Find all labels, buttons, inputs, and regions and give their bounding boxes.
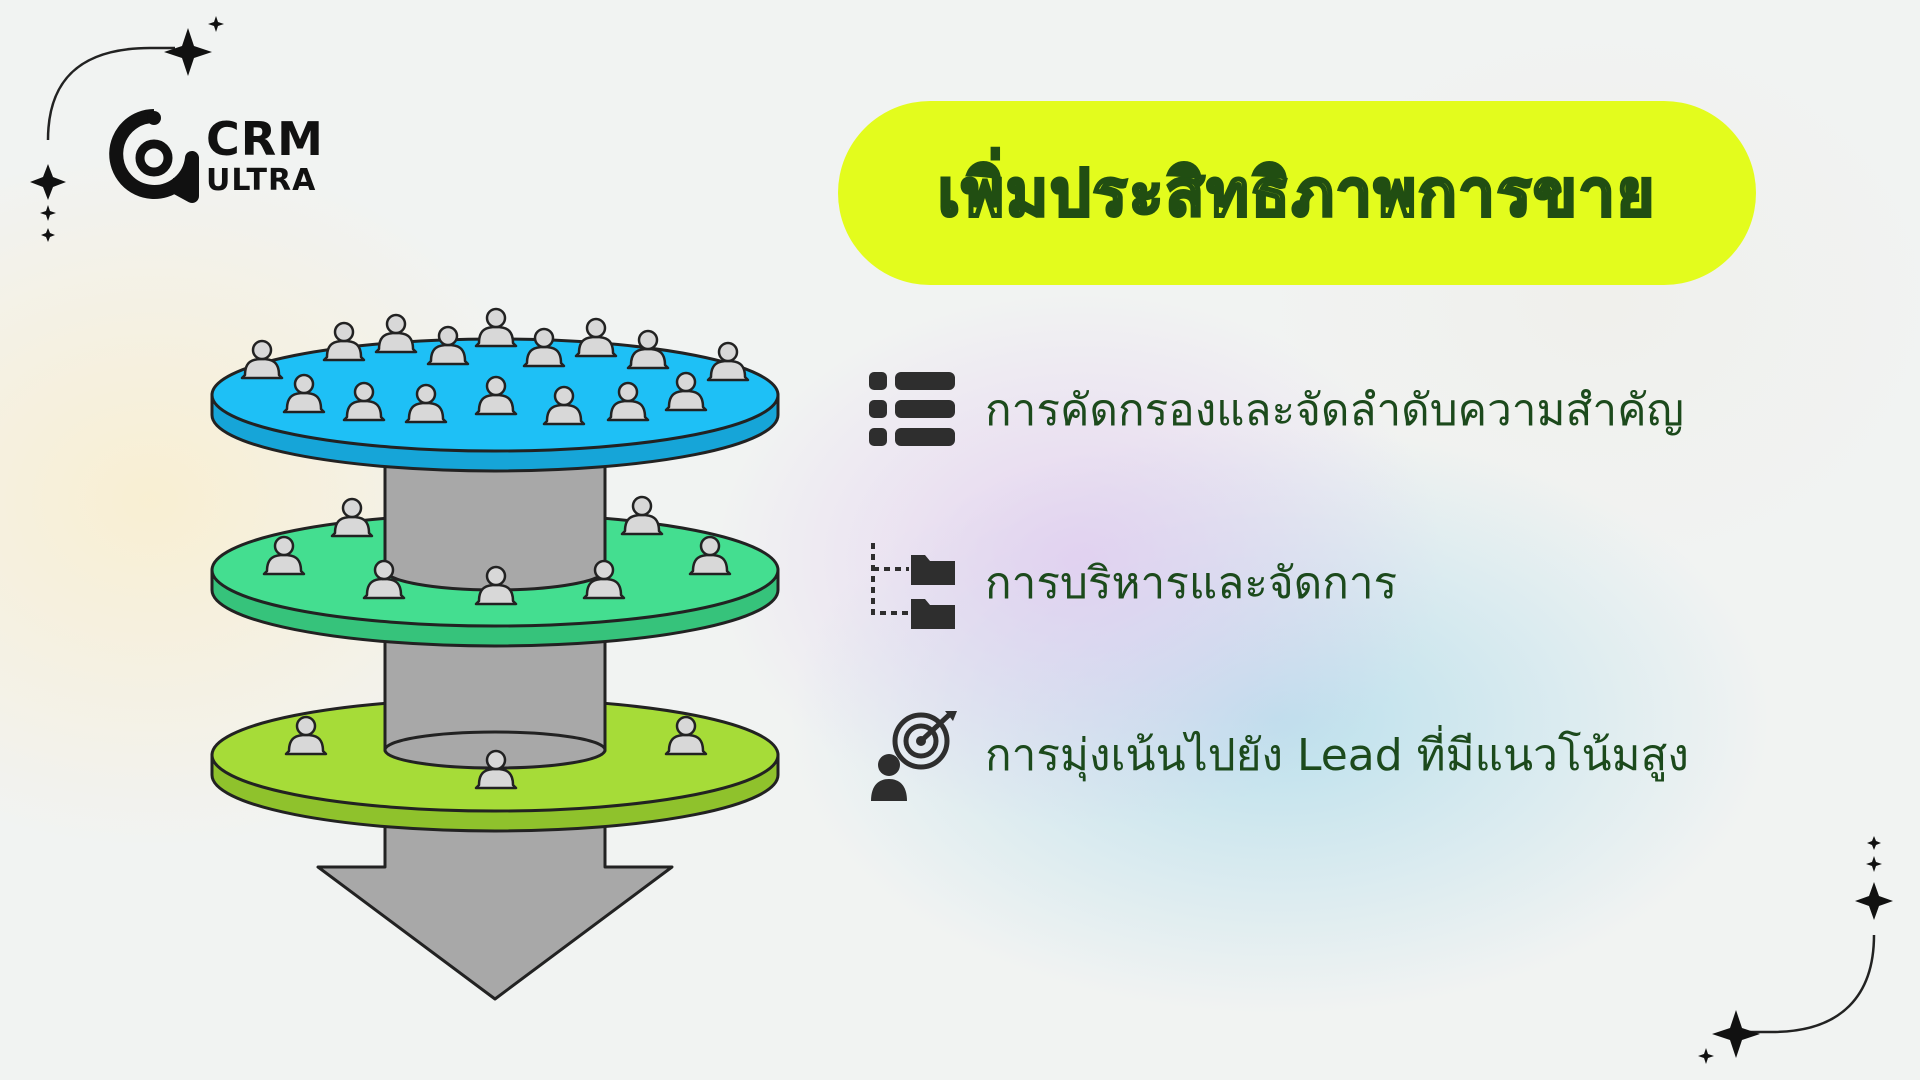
brand-name: CRM <box>206 112 324 166</box>
sparkle-icon <box>208 16 224 32</box>
list-icon <box>869 372 955 446</box>
funnel-tier-middle <box>210 495 780 648</box>
target-person-icon <box>871 711 957 801</box>
feature-item-focus: การมุ่งเน้นไปยัง Lead ที่มีแนวโน้มสูง <box>865 700 1689 810</box>
sparkle-icon <box>30 164 66 200</box>
brand-logo[interactable]: CRM ULTRA <box>108 108 338 208</box>
sparkle-icon <box>41 228 55 242</box>
corner-arc-bottom-right <box>1748 934 1876 1034</box>
title-banner: เพิ่มประสิทธิภาพการขาย <box>838 101 1756 285</box>
feature-item-manage: การบริหารและจัดการ <box>865 528 1397 638</box>
sparkle-icon <box>1855 882 1893 920</box>
feature-item-prioritize: การคัดกรองและจัดลำดับความสำคัญ <box>865 355 1684 465</box>
feature-label: การบริหารและจัดการ <box>985 558 1398 609</box>
page-title: เพิ่มประสิทธิภาพการขาย <box>936 156 1657 233</box>
corner-arc-top-left <box>46 46 175 141</box>
sparkle-icon <box>1698 1048 1714 1064</box>
down-arrow <box>316 815 674 1001</box>
sparkle-icon <box>1712 1010 1760 1058</box>
sparkle-icon <box>1866 856 1882 872</box>
sparkle-icon <box>1867 836 1881 850</box>
feature-label: การมุ่งเน้นไปยัง Lead ที่มีแนวโน้มสูง <box>985 730 1689 781</box>
sparkle-icon <box>40 205 56 221</box>
crm-logo-icon <box>109 109 199 203</box>
sparkle-icon <box>164 28 212 76</box>
folder-tree-icon <box>871 543 955 629</box>
feature-label: การคัดกรองและจัดลำดับความสำคัญ <box>985 385 1684 436</box>
brand-subname: ULTRA <box>206 163 317 198</box>
funnel-illustration <box>210 307 780 1001</box>
